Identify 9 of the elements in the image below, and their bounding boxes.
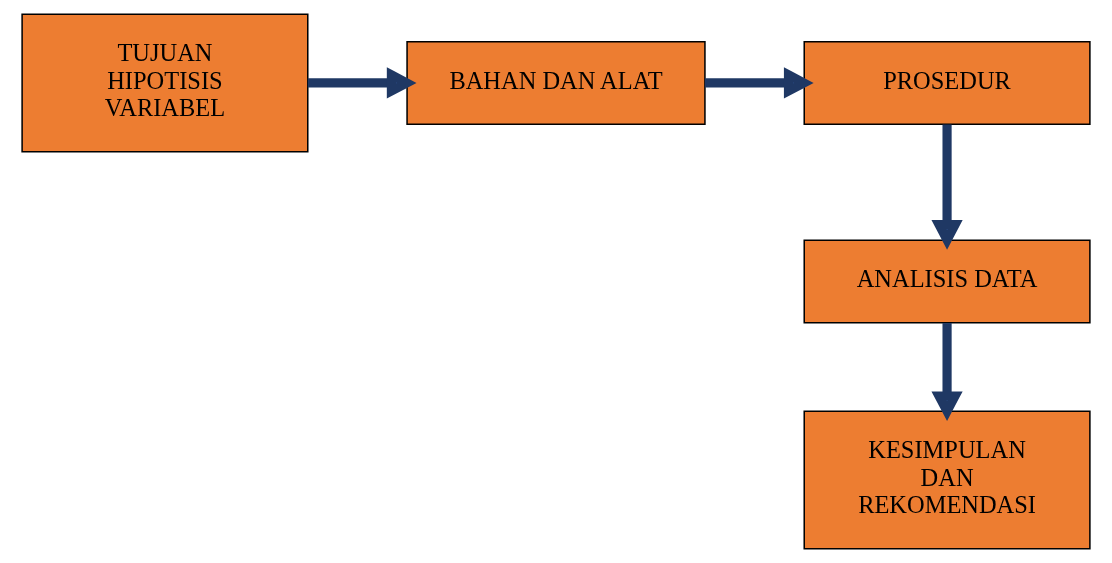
node-box: PROSEDUR: [803, 40, 1091, 125]
node-box: BAHAN DAN ALAT: [406, 40, 706, 125]
node-box: TUJUAN HIPOTISIS VARIABEL: [21, 13, 309, 153]
arrow: [931, 323, 963, 422]
node-box: KESIMPULAN DAN REKOMENDASI: [803, 410, 1091, 550]
arrow: [307, 67, 417, 99]
node-box: ANALISIS DATA: [803, 239, 1091, 324]
arrow: [704, 67, 814, 99]
arrow: [931, 124, 963, 250]
